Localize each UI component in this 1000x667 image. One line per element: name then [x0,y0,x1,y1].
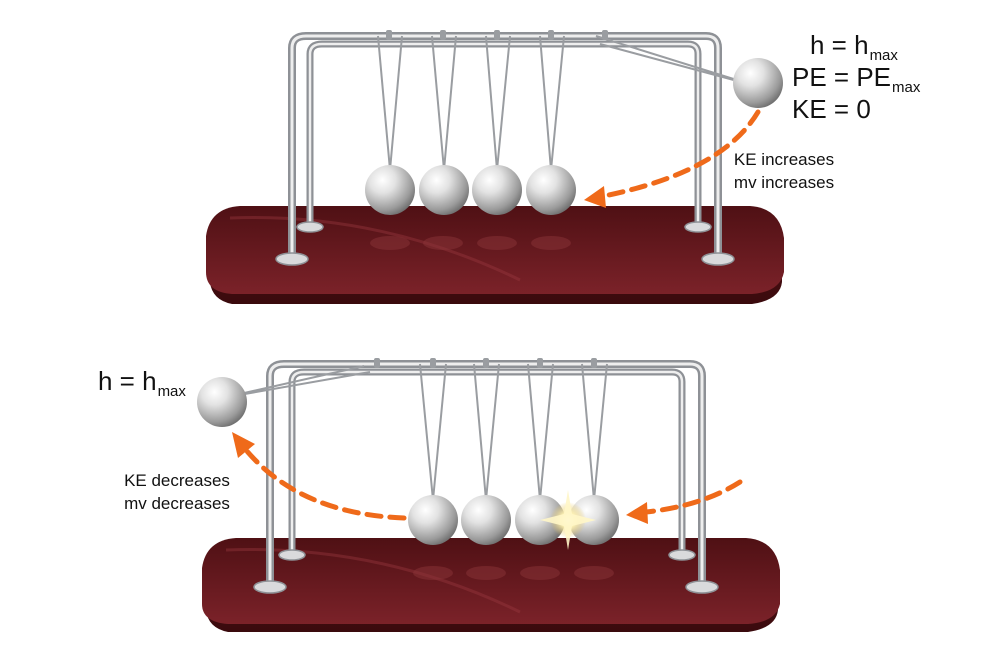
top-frame [275,32,735,266]
top-ball-1 [365,165,415,215]
bottom-strings [221,363,608,501]
top-ke-label: KE = 0 [792,94,871,124]
top-ball-3 [472,165,522,215]
top-height-text: h = h [810,30,869,60]
bottom-cradle [197,358,780,632]
top-hooks [386,30,608,40]
top-pe-subscript: max [892,79,921,96]
bottom-ball-1 [408,495,458,545]
bottom-motion-line-2: mv decreases [124,494,230,513]
top-raised-ball [733,58,783,108]
bottom-outgoing-arrow-icon [232,432,407,521]
bottom-incoming-arrow-icon [626,479,743,524]
bottom-hooks [374,358,597,368]
bottom-height-label: h = hmax [98,366,186,401]
bottom-height-subscript: max [157,383,186,400]
top-cradle [206,30,784,304]
top-ball-2 [419,165,469,215]
top-height-subscript: max [869,47,898,64]
top-motion-label: KE increases mv increases [718,148,850,194]
top-motion-line-2: mv increases [733,173,835,192]
bottom-base [202,538,780,632]
collision-spark-icon [540,490,596,550]
top-balls [365,58,783,215]
top-motion-line-1: KE increases [733,150,835,169]
top-height-label: h = hmax [810,30,898,65]
bottom-motion-label: KE decreases mv decreases [104,469,250,515]
bottom-height-text: h = h [98,366,157,396]
bottom-raised-ball [197,377,247,427]
top-base [206,206,784,304]
top-pe-label: PE = PEmax [792,62,920,97]
top-dashed-arrow-icon [584,109,761,208]
bottom-motion-line-1: KE decreases [124,471,230,490]
bottom-ball-2 [461,495,511,545]
top-pe-text: PE = PE [792,62,891,92]
top-ball-4 [526,165,576,215]
